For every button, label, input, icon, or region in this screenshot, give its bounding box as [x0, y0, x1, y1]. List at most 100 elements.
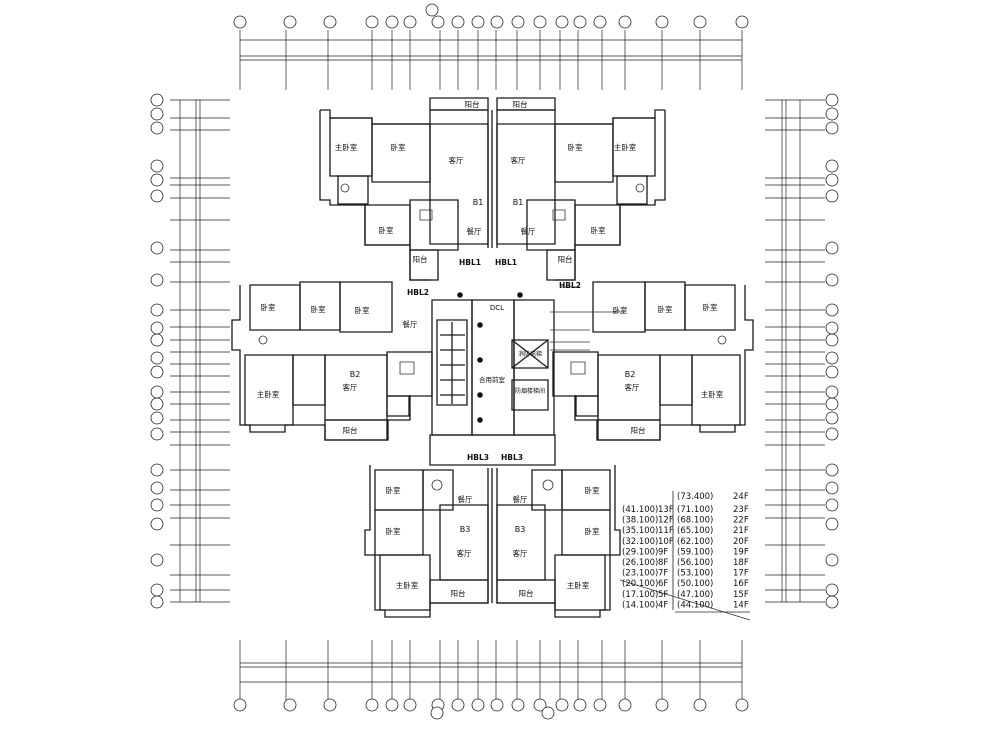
- axis-bubble: [826, 190, 838, 202]
- axis-bubble: [151, 386, 163, 398]
- room-label: 阳台: [451, 588, 466, 598]
- floor-label: 16F: [733, 579, 749, 589]
- axis-bubble: [151, 352, 163, 364]
- room-label: 餐厅: [521, 227, 536, 236]
- axis-bubble: [826, 464, 838, 476]
- floor-label: 6F: [658, 579, 668, 589]
- floor-label: 13F: [658, 505, 674, 515]
- elevation-value: (50.100): [677, 579, 713, 589]
- axis-bubble: [324, 16, 336, 28]
- elevation-value: (26.100): [622, 558, 658, 568]
- axis-bubble: [151, 412, 163, 424]
- axis-bubble: [736, 16, 748, 28]
- axis-bubble: [472, 16, 484, 28]
- floor-label: 23F: [733, 505, 749, 515]
- elevation-value: (65.100): [677, 526, 713, 536]
- axis-bubble: [826, 398, 838, 410]
- room-label: 客厅: [449, 155, 464, 165]
- room-label: 卧室: [585, 526, 600, 536]
- elevation-value: (14.100): [622, 600, 658, 610]
- axis-bubble: [491, 16, 503, 28]
- axis-bubble: [556, 699, 568, 711]
- elevation-value: (23.100): [622, 569, 658, 579]
- axis-bubble: [826, 386, 838, 398]
- elevation-value: (53.100): [677, 569, 713, 579]
- axis-bubble: [826, 412, 838, 424]
- axis-bubble: [151, 160, 163, 172]
- room-label: 阳台: [558, 254, 573, 264]
- axis-bubble: [151, 94, 163, 106]
- axis-bubble: [694, 699, 706, 711]
- elevation-value: (47.100): [677, 590, 713, 600]
- unit-label: B2: [350, 370, 361, 379]
- floor-label: 8F: [658, 558, 668, 568]
- floor-label: 11F: [658, 526, 674, 536]
- floor-label: 14F: [733, 600, 749, 610]
- axis-bubble: [594, 16, 606, 28]
- axis-bubble: [826, 108, 838, 120]
- axis-bubble: [826, 334, 838, 346]
- room-label: 卧室: [613, 305, 628, 315]
- axis-bubble: [151, 428, 163, 440]
- elevation-value: (38.100): [622, 516, 658, 526]
- floor-label: 10F: [658, 537, 674, 547]
- floor-label: 12F: [658, 516, 674, 526]
- elevation-value: (32.100): [622, 537, 658, 547]
- axis-bubble: [151, 554, 163, 566]
- room-label: 阳台: [465, 99, 480, 109]
- axis-bubble: [594, 699, 606, 711]
- elevation-value: (71.100): [677, 505, 713, 515]
- elevation-value: (68.100): [677, 516, 713, 526]
- unit-label: B2: [625, 370, 636, 379]
- floor-label: 17F: [733, 569, 749, 579]
- hbl-label: HBL1: [459, 258, 481, 267]
- unit-label: B1: [513, 198, 524, 207]
- axis-bubble: [151, 242, 163, 254]
- axis-bubble: [431, 707, 443, 719]
- room-label: 阳台: [631, 425, 646, 435]
- floor-label: 7F: [658, 569, 668, 579]
- elevation-value: (29.100): [622, 547, 658, 557]
- axis-bubble: [736, 699, 748, 711]
- floor-label: 9F: [658, 547, 668, 557]
- axis-bubble: [452, 16, 464, 28]
- axis-bubble: [826, 304, 838, 316]
- axis-bubble: [284, 699, 296, 711]
- room-label: 客厅: [625, 382, 640, 392]
- axis-bubble: [656, 16, 668, 28]
- axis-bubble: [234, 699, 246, 711]
- room-label: 阳台: [513, 99, 528, 109]
- axis-bubble: [151, 499, 163, 511]
- elevation-value: (44.100): [677, 600, 713, 610]
- axis-bubble: [694, 16, 706, 28]
- axis-bubble: [574, 16, 586, 28]
- axis-bubble: [656, 699, 668, 711]
- axis-bubble: [619, 699, 631, 711]
- elevation-value: (17.100): [622, 590, 658, 600]
- unit-label: B3: [460, 525, 471, 534]
- axis-bubble: [151, 518, 163, 530]
- floor-label: 15F: [733, 590, 749, 600]
- axis-bubble: [826, 482, 838, 494]
- axis-bubble: [151, 322, 163, 334]
- hbl-label: HBL3: [467, 453, 489, 462]
- axis-bubble: [151, 304, 163, 316]
- building-outline: [232, 98, 753, 617]
- floor-label: 18F: [733, 558, 749, 568]
- axis-bubble: [542, 707, 554, 719]
- core-labels: 合用前室 消防电梯 防烟楼梯间 DCL HBL1 HBL1 HBL2 HBL2 …: [407, 258, 581, 462]
- room-label: 客厅: [513, 548, 528, 558]
- axis-bubble: [556, 16, 568, 28]
- axis-bubble: [404, 16, 416, 28]
- axis-bubble: [534, 699, 546, 711]
- room-label: 卧室: [261, 302, 276, 312]
- axis-bubble: [386, 699, 398, 711]
- room-label: 卧室: [355, 305, 370, 315]
- axis-bubble: [826, 322, 838, 334]
- axis-bubble: [404, 699, 416, 711]
- axis-bubble: [284, 16, 296, 28]
- elevation-value: (41.100): [622, 505, 658, 515]
- axis-bubble: [826, 122, 838, 134]
- unit-label: B3: [515, 525, 526, 534]
- unit-labels: B1 B1 B2 B2 B3 B3: [350, 198, 636, 534]
